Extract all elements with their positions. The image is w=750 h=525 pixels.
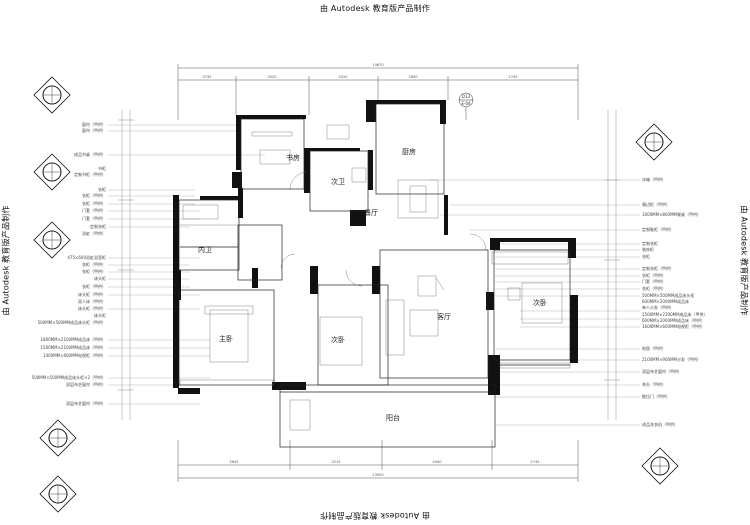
svg-text:衣柜（甲供）: 衣柜（甲供） bbox=[82, 192, 106, 198]
svg-text:3520: 3520 bbox=[267, 75, 277, 79]
svg-text:浴缸（甲供）: 浴缸（甲供） bbox=[82, 230, 106, 236]
svg-text:3215: 3215 bbox=[331, 460, 340, 464]
room-second-bedroom-b: 次卧 bbox=[533, 298, 547, 307]
elevation-marker-left-3 bbox=[33, 221, 71, 259]
svg-text:衣柜（甲供）: 衣柜（甲供） bbox=[82, 200, 106, 206]
drawing-tag: D13 E-04 bbox=[458, 92, 474, 120]
elevation-marker-left-5 bbox=[39, 475, 77, 513]
svg-text:定制书柜（甲供）: 定制书柜（甲供） bbox=[74, 171, 106, 177]
partition-walls bbox=[178, 103, 571, 448]
leader-lines bbox=[108, 124, 640, 426]
svg-text:门套（甲供）: 门套（甲供） bbox=[642, 278, 666, 284]
top-total-dim: 14670 bbox=[372, 63, 384, 67]
room-labels: 书房 次卫 厨房 餐厅 内卫 主卧 次卧 客厅 次卧 阳台 bbox=[198, 147, 547, 422]
svg-text:2800: 2800 bbox=[408, 75, 418, 79]
svg-text:衣柜: 衣柜 bbox=[642, 253, 650, 259]
svg-text:3020: 3020 bbox=[338, 75, 348, 79]
svg-text:成品书桌（甲供）: 成品书桌（甲供） bbox=[74, 151, 106, 157]
svg-text:单人沙发（甲供）: 单人沙发（甲供） bbox=[642, 304, 674, 310]
room-second-bath: 次卫 bbox=[331, 177, 345, 186]
svg-text:床头柜（甲供）: 床头柜（甲供） bbox=[78, 305, 106, 311]
drawing-tag-bottom: E-04 bbox=[461, 101, 471, 106]
bottom-total-dim: 13950 bbox=[372, 473, 384, 477]
svg-text:双层布艺窗帘（甲供）: 双层布艺窗帘（甲供） bbox=[66, 381, 106, 387]
room-kitchen: 厨房 bbox=[402, 147, 416, 156]
room-dining: 餐厅 bbox=[364, 208, 378, 217]
room-master-bedroom: 主卧 bbox=[219, 334, 233, 343]
svg-text:500MM×500MM成品床头柜×2（甲供）: 500MM×500MM成品床头柜×2（甲供） bbox=[32, 374, 106, 380]
svg-text:600MM×2000MM成品床: 600MM×2000MM成品床 bbox=[642, 298, 689, 304]
svg-text:衣柜: 衣柜 bbox=[98, 186, 106, 192]
svg-text:门套（甲供）: 门套（甲供） bbox=[82, 215, 106, 221]
svg-text:600MM×2000MM成品床（甲供）: 600MM×2000MM成品床（甲供） bbox=[642, 317, 705, 323]
elevation-markers bbox=[33, 76, 679, 513]
svg-text:床头柜: 床头柜 bbox=[94, 275, 106, 281]
svg-text:2745: 2745 bbox=[530, 460, 539, 464]
svg-text:1800MM×2100MM成品床（甲供）: 1800MM×2100MM成品床（甲供） bbox=[40, 336, 106, 342]
room-balcony: 阳台 bbox=[386, 413, 400, 422]
right-annotation-notes: 冰箱（甲供） 餐边柜（甲供） 1000MM×800MM餐桌（甲供） 定制鞋柜（甲… bbox=[642, 176, 708, 427]
svg-text:衣柜（甲供）: 衣柜（甲供） bbox=[642, 272, 666, 278]
svg-text:窗帘（甲供）: 窗帘（甲供） bbox=[82, 127, 106, 133]
svg-text:3440: 3440 bbox=[432, 460, 442, 464]
svg-text:窗帘（甲供）: 窗帘（甲供） bbox=[82, 121, 106, 127]
top-dimension-lines bbox=[177, 64, 579, 120]
svg-text:定制衣柜（甲供）: 定制衣柜（甲供） bbox=[642, 265, 674, 271]
room-inner-bath: 内卫 bbox=[198, 245, 212, 254]
svg-text:定制衣柜: 定制衣柜 bbox=[90, 223, 106, 229]
left-annotation-notes: 窗帘（甲供） 窗帘（甲供） 成品书桌（甲供） 书柜 定制书柜（甲供） 衣柜 衣柜… bbox=[32, 121, 106, 406]
structural-walls bbox=[173, 100, 578, 395]
right-dimension-lines bbox=[604, 110, 620, 420]
drawing-tag-top: D13 bbox=[462, 94, 471, 99]
svg-text:双层布艺窗帘（甲供）: 双层布艺窗帘（甲供） bbox=[66, 400, 106, 406]
svg-text:衣柜（甲供）: 衣柜（甲供） bbox=[82, 283, 106, 289]
top-dimension-text: 14670 3745 3520 3020 2800 2745 bbox=[202, 63, 517, 79]
svg-text:地毯（甲供）: 地毯（甲供） bbox=[642, 345, 666, 351]
svg-text:3745: 3745 bbox=[202, 75, 211, 79]
bottom-dimension-text: 3645 3215 3440 2745 13950 bbox=[229, 460, 539, 477]
svg-text:1400MM×600MM电视柜（甲供）: 1400MM×600MM电视柜（甲供） bbox=[43, 352, 106, 358]
elevation-marker-left-4 bbox=[39, 419, 77, 457]
svg-text:双人床（甲供）: 双人床（甲供） bbox=[78, 298, 106, 304]
svg-text:500MM×500MM成品床头柜: 500MM×500MM成品床头柜 bbox=[642, 292, 694, 298]
svg-text:推拉门（甲供）: 推拉门（甲供） bbox=[642, 393, 670, 399]
svg-text:床头柜（甲供）: 床头柜（甲供） bbox=[78, 291, 106, 297]
svg-text:双层布艺窗帘（甲供）: 双层布艺窗帘（甲供） bbox=[642, 368, 682, 374]
svg-text:3645: 3645 bbox=[229, 460, 238, 464]
svg-text:茶台（甲供）: 茶台（甲供） bbox=[642, 381, 666, 387]
svg-text:冰箱（甲供）: 冰箱（甲供） bbox=[642, 176, 666, 182]
svg-text:衣柜（甲供）: 衣柜（甲供） bbox=[642, 285, 666, 291]
elevation-marker-left-2 bbox=[33, 153, 71, 191]
furniture-linework bbox=[179, 124, 571, 431]
elevation-marker-right-2 bbox=[641, 447, 679, 485]
svg-text:床头柜: 床头柜 bbox=[94, 312, 106, 318]
svg-text:2745: 2745 bbox=[508, 75, 517, 79]
watermark-top: 由 Autodesk 教育版产品制作 bbox=[319, 4, 431, 13]
svg-text:成品洗衣机（甲供）: 成品洗衣机（甲供） bbox=[642, 421, 678, 427]
svg-text:书柜: 书柜 bbox=[98, 165, 106, 171]
svg-text:475×600浴缸浴室柜: 475×600浴缸浴室柜 bbox=[67, 254, 106, 260]
svg-text:1600MM×600MM电视柜（甲供）: 1600MM×600MM电视柜（甲供） bbox=[642, 323, 705, 329]
svg-text:2100MM×900MM沙发（甲供）: 2100MM×900MM沙发（甲供） bbox=[642, 356, 701, 362]
svg-text:餐边柜（甲供）: 餐边柜（甲供） bbox=[642, 201, 670, 207]
room-second-bedroom-a: 次卧 bbox=[331, 335, 345, 344]
room-living: 客厅 bbox=[437, 312, 451, 321]
svg-text:门套（甲供）: 门套（甲供） bbox=[82, 207, 106, 213]
svg-text:衣柜（甲供）: 衣柜（甲供） bbox=[82, 261, 106, 267]
svg-text:定制衣柜: 定制衣柜 bbox=[642, 240, 658, 246]
svg-text:1000MM×800MM餐桌（甲供）: 1000MM×800MM餐桌（甲供） bbox=[642, 211, 701, 217]
svg-text:衣柜（甲供）: 衣柜（甲供） bbox=[82, 268, 106, 274]
room-study: 书房 bbox=[286, 153, 300, 162]
svg-text:装饰柜: 装饰柜 bbox=[642, 246, 654, 252]
elevation-marker-right-1 bbox=[635, 123, 673, 161]
svg-text:定制鞋柜（甲供）: 定制鞋柜（甲供） bbox=[642, 226, 674, 232]
svg-text:1500MM×2100MM成品床（甲供）: 1500MM×2100MM成品床（甲供） bbox=[40, 344, 106, 350]
elevation-marker-left-1 bbox=[33, 76, 71, 114]
svg-text:500MM×500MM成品床头柜（甲供）: 500MM×500MM成品床头柜（甲供） bbox=[38, 319, 106, 325]
svg-text:1500MM×2100MM成品床（甲供）: 1500MM×2100MM成品床（甲供） bbox=[642, 311, 708, 317]
bottom-dimension-lines bbox=[177, 440, 579, 482]
